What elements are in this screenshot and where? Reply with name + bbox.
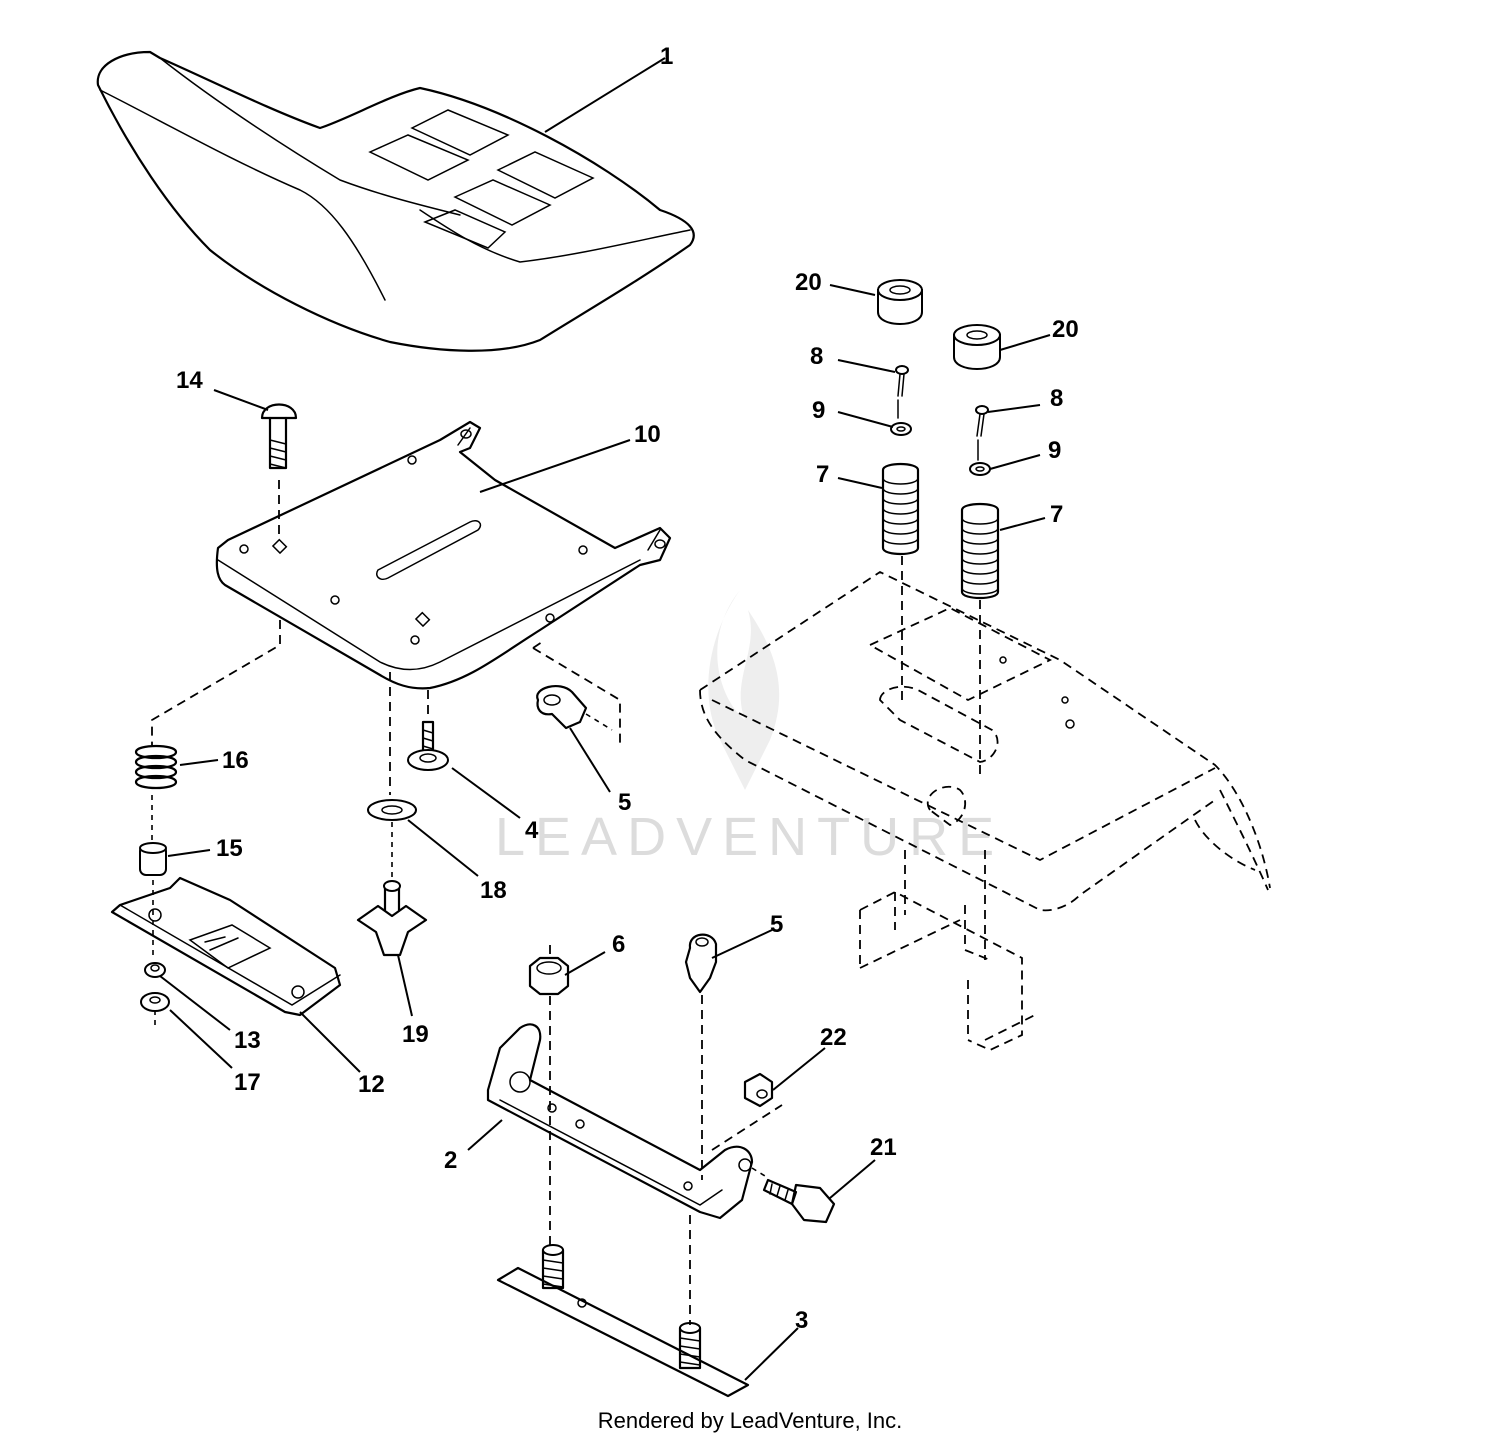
callout-20b: 20 <box>1052 316 1079 343</box>
bracket-2 <box>486 1023 754 1220</box>
callout-16: 16 <box>222 747 249 774</box>
alignment-lines <box>151 399 986 1325</box>
clip-5b <box>684 933 718 994</box>
leader-lines <box>159 57 1051 1381</box>
spring-7b <box>960 502 1000 600</box>
washer-9a <box>890 422 912 436</box>
pin-8a <box>895 365 909 397</box>
callout-12: 12 <box>358 1071 385 1098</box>
watermark-text: LEADVENTURE <box>495 807 1004 867</box>
callout-18: 18 <box>480 877 507 904</box>
callout-labels: 1 2 3 4 5 5 6 7 7 8 8 9 9 10 12 13 14 15… <box>176 43 1079 1334</box>
seat <box>96 50 695 352</box>
washer-17 <box>140 992 170 1012</box>
callout-13: 13 <box>234 1027 261 1054</box>
spacer-15 <box>139 842 167 876</box>
flame-logo-icon <box>708 590 780 790</box>
washer-13 <box>144 962 166 978</box>
callout-8b: 8 <box>1050 385 1063 412</box>
nut-22 <box>743 1072 774 1108</box>
callout-5b: 5 <box>770 911 783 938</box>
pin-8b <box>975 405 989 437</box>
nut-6 <box>528 956 570 996</box>
bracket-12 <box>110 876 342 1017</box>
watermark: LEADVENTURE <box>495 590 1004 867</box>
callout-3: 3 <box>795 1307 808 1334</box>
callout-1: 1 <box>660 43 673 70</box>
bolt-4 <box>407 720 449 771</box>
callout-9b: 9 <box>1048 437 1061 464</box>
spring-small <box>134 744 178 790</box>
knob-19 <box>356 880 428 957</box>
callout-9a: 9 <box>812 397 825 424</box>
callout-7b: 7 <box>1050 501 1063 528</box>
seat-pads <box>368 109 595 249</box>
cap-20a <box>877 279 923 325</box>
callout-20a: 20 <box>795 269 822 296</box>
footer-credit: Rendered by LeadVenture, Inc. <box>597 1408 903 1433</box>
washer-9b <box>969 462 991 476</box>
callout-14: 14 <box>176 367 203 394</box>
callout-17: 17 <box>234 1069 261 1096</box>
callout-22: 22 <box>820 1024 847 1051</box>
callout-5a: 5 <box>618 789 631 816</box>
callout-7a: 7 <box>816 461 829 488</box>
callout-8a: 8 <box>810 343 823 370</box>
carriage-bolt <box>260 403 298 470</box>
callout-6: 6 <box>612 931 625 958</box>
plate-3 <box>496 1244 750 1398</box>
callout-4: 4 <box>525 817 539 844</box>
callout-2: 2 <box>444 1147 457 1174</box>
seat-pan <box>215 420 672 690</box>
cap-20b <box>953 324 1001 370</box>
spring-7a <box>881 462 920 556</box>
bolt-21 <box>762 1178 836 1224</box>
washer-18 <box>367 799 417 821</box>
frame-dashed <box>699 570 1271 1051</box>
callout-19: 19 <box>402 1021 429 1048</box>
callout-21: 21 <box>870 1134 897 1161</box>
clip-5a <box>536 684 588 730</box>
callout-15: 15 <box>216 835 243 862</box>
callout-10: 10 <box>634 421 661 448</box>
